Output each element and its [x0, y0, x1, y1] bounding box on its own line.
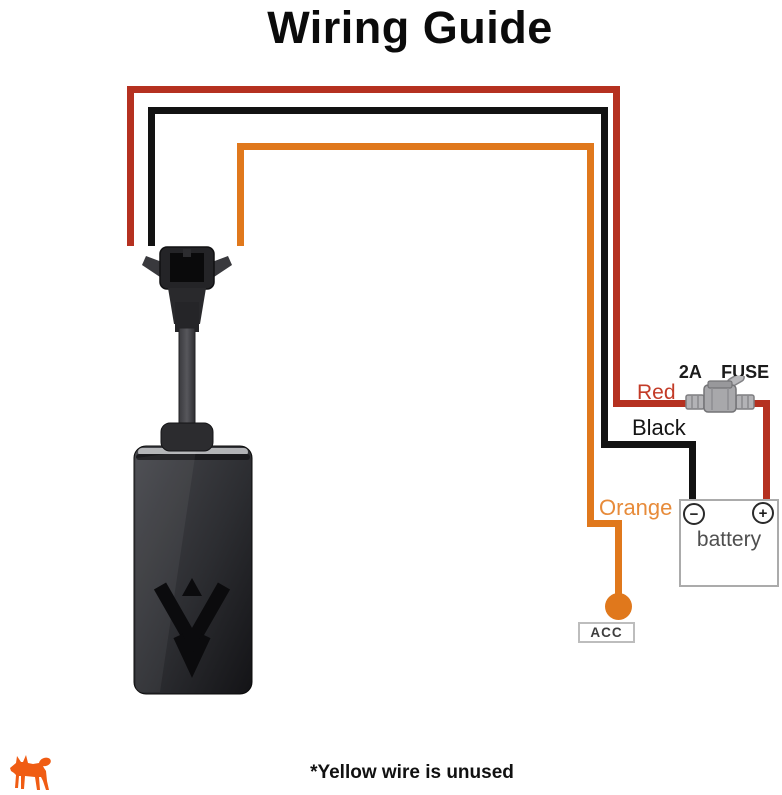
acc-label-box: ACC: [578, 622, 635, 643]
battery-plus-terminal: +: [752, 502, 774, 524]
device-logo-peak: [182, 578, 202, 596]
black-wire-label: Black: [632, 415, 686, 440]
orange-wire-label: Orange: [599, 495, 673, 520]
orange-wire-segment: [587, 143, 594, 527]
battery-minus-terminal: −: [683, 503, 705, 525]
black-wire-segment: [148, 107, 155, 246]
acc-terminal-dot: [605, 593, 632, 620]
black-wire-segment: [689, 441, 696, 500]
black-wire-segment: [601, 441, 696, 448]
orange-wire-segment: [237, 143, 594, 150]
footnote-text: *Yellow wire is unused: [310, 762, 514, 783]
dog-silhouette-icon: [10, 755, 51, 790]
connector-wing-right: [212, 256, 232, 277]
orange-wire-segment: [587, 520, 622, 527]
red-wire-segment: [127, 86, 620, 93]
connector-wing-left: [142, 256, 162, 277]
gps-tracker-device: [133, 246, 253, 695]
red-wire-label: Red: [637, 381, 676, 404]
battery-label: battery: [696, 528, 762, 551]
black-wire-segment: [148, 107, 608, 114]
orange-wire-segment: [615, 520, 622, 608]
page-title: Wiring Guide: [267, 2, 553, 53]
red-wire-segment: [763, 400, 770, 500]
black-wire-segment: [601, 107, 608, 448]
red-wire-segment: [613, 86, 620, 407]
device-cable: [178, 327, 196, 431]
inline-fuse-icon: [685, 376, 755, 413]
orange-wire-segment: [237, 143, 244, 246]
red-wire-segment: [127, 86, 134, 246]
device-logo-chevron: [153, 582, 231, 678]
strain-relief: [160, 422, 214, 452]
connector-neck: [175, 302, 199, 332]
